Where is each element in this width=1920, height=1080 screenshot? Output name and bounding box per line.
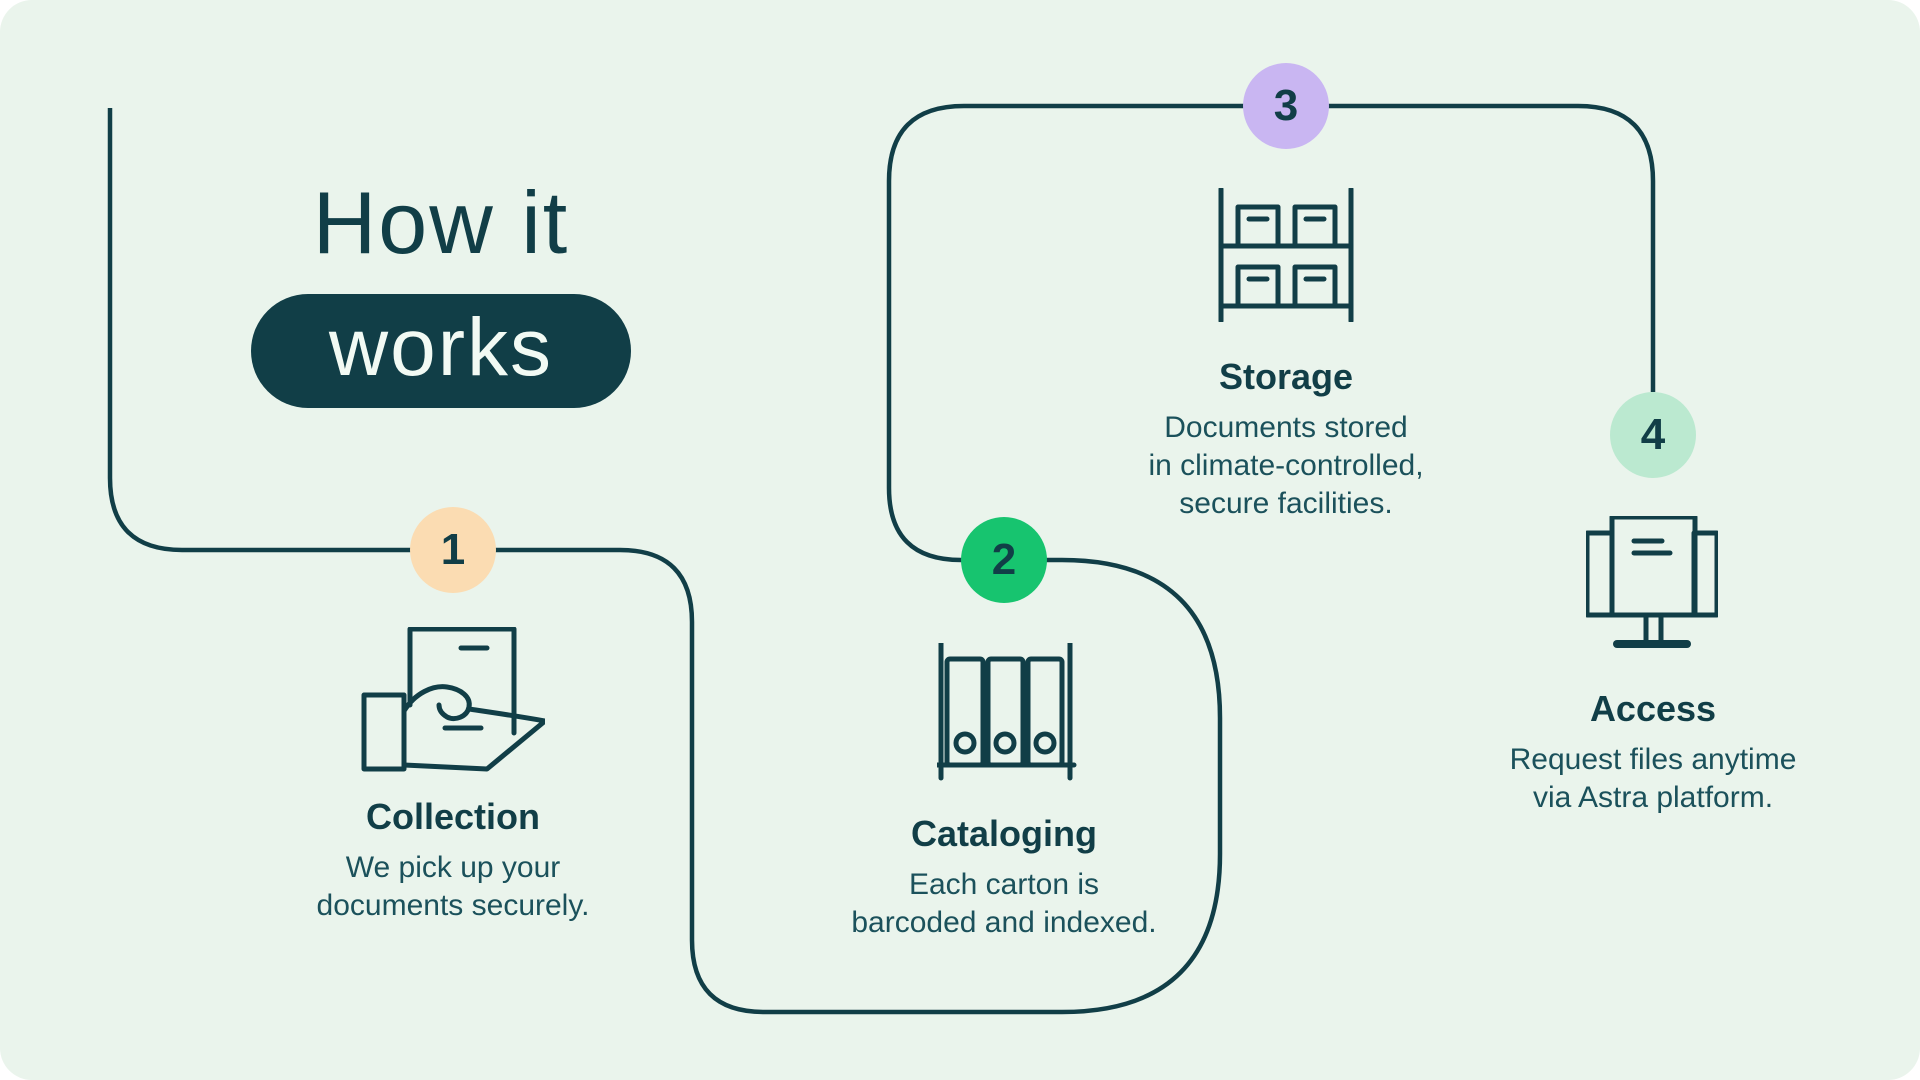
step-3-title: Storage — [1218, 356, 1354, 397]
step-2-description-line: barcoded and indexed. — [851, 906, 1157, 939]
step-1-badge: 1 — [410, 507, 496, 593]
step-2-number: 2 — [991, 535, 1017, 584]
step-4-description-line: via Astra platform. — [1532, 781, 1774, 814]
step-3-description-line: in climate-controlled, — [1148, 449, 1424, 482]
hand-holding-box-icon — [361, 627, 545, 772]
step-1-description-line: documents securely. — [316, 889, 590, 922]
step-3-description-line: Documents stored — [1164, 411, 1408, 444]
step-1-number: 1 — [440, 525, 466, 574]
step-4-title: Access — [1589, 688, 1717, 729]
step-1-description-line: We pick up your — [345, 851, 561, 884]
step-2-title: Cataloging — [911, 813, 1097, 854]
step-4-description-line: Request files anytime — [1509, 743, 1797, 776]
title-line: How it — [312, 173, 570, 272]
step-2-badge: 2 — [961, 517, 1047, 603]
step-1-text-block: Collection We pick up your documents sec… — [233, 796, 673, 925]
step-3-text-block: Storage Documents stored in climate-cont… — [1066, 356, 1506, 523]
title-highlight-pill: works — [251, 294, 631, 408]
shelf-with-boxes-icon — [1218, 188, 1354, 322]
terminal-monitor-icon — [1586, 516, 1718, 648]
step-4-text-block: Access Request files anytime via Astra p… — [1433, 688, 1873, 817]
binders-on-shelf-icon — [937, 643, 1077, 781]
step-1-title: Collection — [365, 796, 540, 837]
step-3-badge: 3 — [1243, 63, 1329, 149]
step-4-number: 4 — [1640, 410, 1666, 459]
step-3-description-line: secure facilities. — [1179, 487, 1393, 520]
step-2-text-block: Cataloging Each carton is barcoded and i… — [784, 813, 1224, 942]
step-4-badge: 4 — [1610, 392, 1696, 478]
step-2-description-line: Each carton is — [908, 868, 1100, 901]
title-highlight-text: works — [328, 302, 554, 393]
step-3-number: 3 — [1273, 81, 1299, 130]
